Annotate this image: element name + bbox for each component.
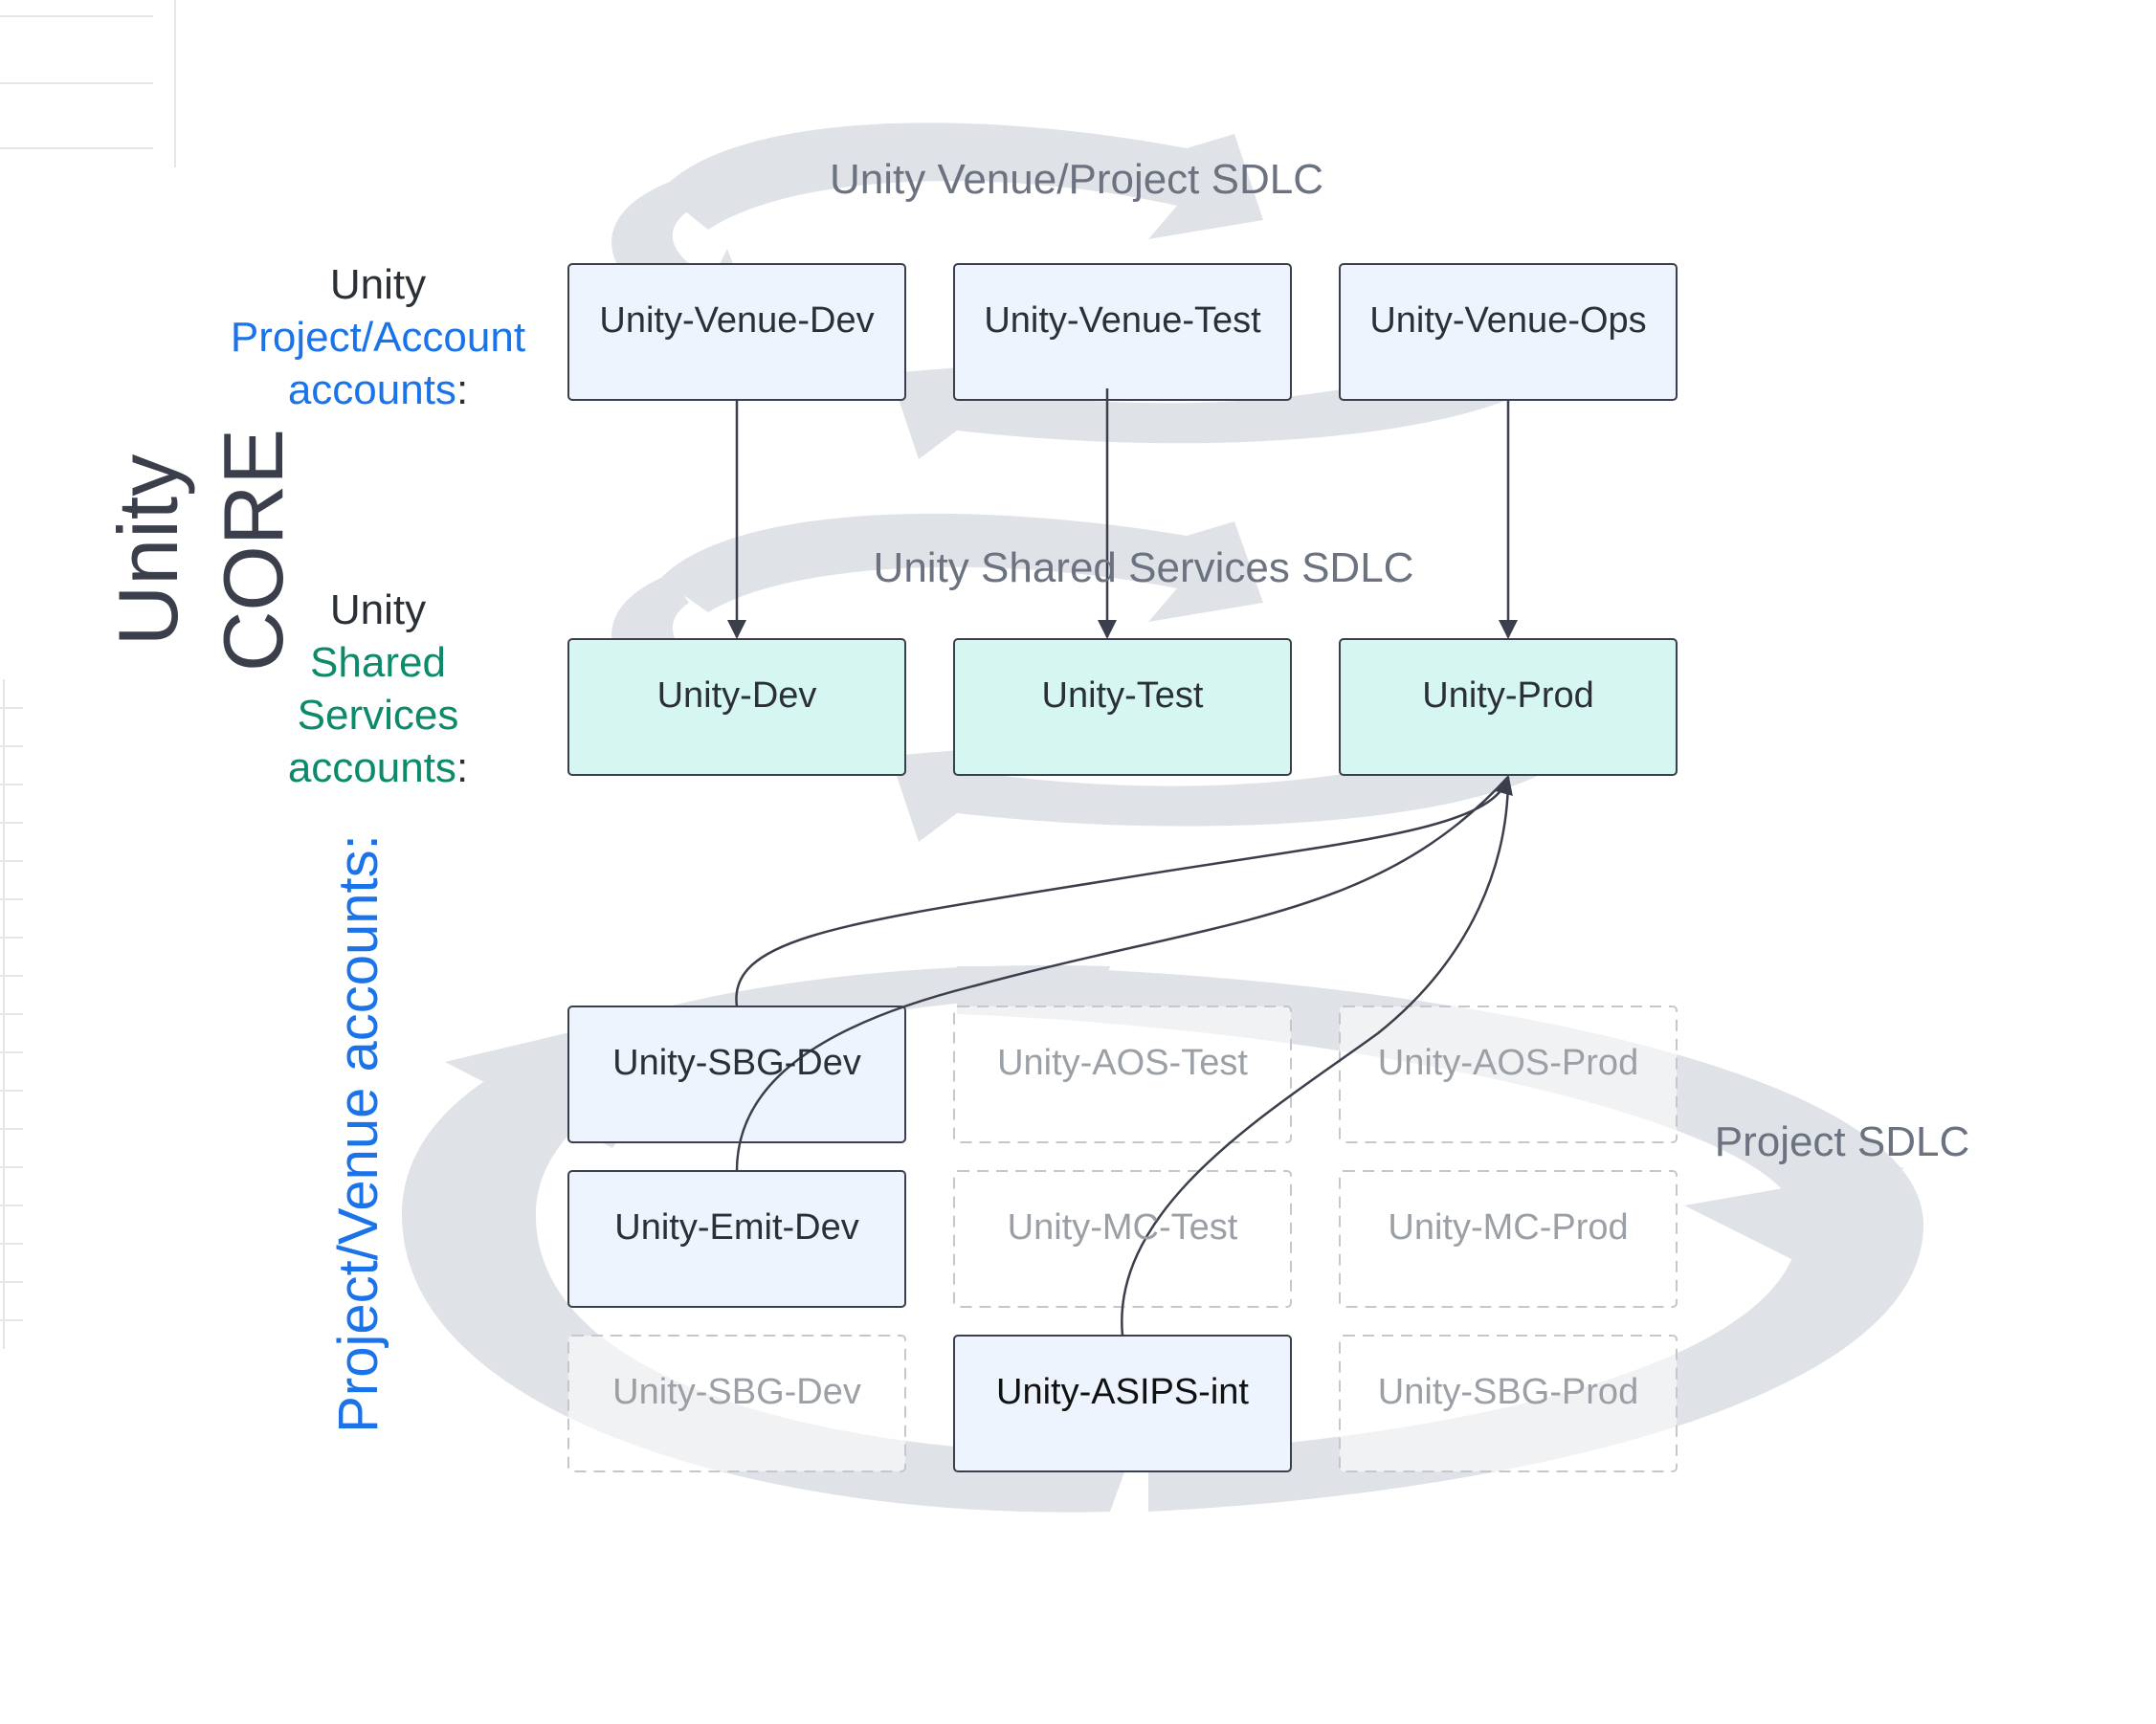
label-unity-sbg-dev: Unity-SBG-Dev xyxy=(612,1043,861,1083)
row-label-venue-prefix: Unity xyxy=(329,261,427,308)
label-unity-sbg-prod: Unity-SBG-Prod xyxy=(1377,1372,1639,1412)
row-label-shared: Unity Shared Services accounts: xyxy=(206,584,550,794)
row-label-project: Project/Venue accounts: xyxy=(327,834,389,1433)
node-unity-sbg-prod[interactable] xyxy=(1339,1335,1678,1472)
node-unity-aos-prod[interactable] xyxy=(1339,1006,1678,1143)
venue-sdlc-label: Unity Venue/Project SDLC xyxy=(829,156,1324,203)
node-unity-venue-test[interactable] xyxy=(953,263,1292,401)
label-unity-aos-prod: Unity-AOS-Prod xyxy=(1377,1043,1639,1083)
left-edge-decoration xyxy=(0,0,176,1349)
row-label-venue: Unity Project/Account accounts: xyxy=(206,258,550,416)
edge-asips-to-unity-prod xyxy=(1121,776,1510,1337)
edge-sbg-dev-to-unity-prod xyxy=(735,775,1513,1007)
row-label-shared-main3: accounts: xyxy=(287,744,469,791)
label-unity-mc-test: Unity-MC-Test xyxy=(1007,1207,1238,1248)
row-label-shared-main: Shared xyxy=(310,639,446,686)
node-unity-aos-test[interactable] xyxy=(953,1006,1292,1143)
diagram-title: Unity CORE xyxy=(100,428,300,673)
row-label-shared-prefix: Unity xyxy=(329,586,427,633)
label-unity-prod: Unity-Prod xyxy=(1422,675,1594,716)
label-unity-aos-test: Unity-AOS-Test xyxy=(997,1043,1248,1083)
label-unity-sbg-dev-placeholder: Unity-SBG-Dev xyxy=(612,1372,861,1412)
label-unity-dev: Unity-Dev xyxy=(656,675,817,716)
label-unity-venue-test: Unity-Venue-Test xyxy=(984,300,1261,341)
label-unity-mc-prod: Unity-MC-Prod xyxy=(1388,1207,1629,1248)
row-label-venue-main: Project/Account xyxy=(230,314,526,361)
edge-emit-dev-to-unity-prod xyxy=(735,776,1509,1172)
node-unity-dev[interactable] xyxy=(567,638,906,776)
label-unity-emit-dev: Unity-Emit-Dev xyxy=(614,1207,859,1248)
connectors xyxy=(727,388,1518,1337)
row-label-shared-main2: Services xyxy=(297,692,459,739)
label-unity-venue-ops: Unity-Venue-Ops xyxy=(1369,300,1647,341)
label-unity-test: Unity-Test xyxy=(1041,675,1204,716)
node-unity-prod[interactable] xyxy=(1339,638,1678,776)
node-unity-mc-prod[interactable] xyxy=(1339,1170,1678,1308)
shared-sdlc-label: Unity Shared Services SDLC xyxy=(873,544,1414,591)
node-unity-test[interactable] xyxy=(953,638,1292,776)
label-unity-venue-dev: Unity-Venue-Dev xyxy=(599,300,875,341)
row-label-venue-main2: accounts: xyxy=(287,366,469,413)
label-unity-asips-int: Unity-ASIPS-int xyxy=(996,1372,1249,1412)
project-sdlc-label: Project SDLC xyxy=(1714,1118,1970,1165)
node-unity-sbg-dev-placeholder[interactable] xyxy=(567,1335,906,1472)
